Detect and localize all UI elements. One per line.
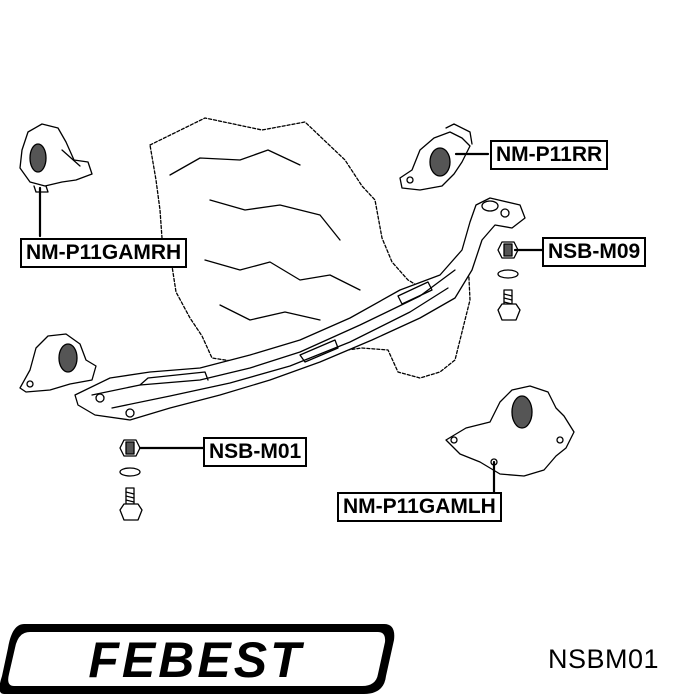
label-nm-p11gamrh: NM-P11GAMRH xyxy=(20,238,188,268)
label-nm-p11gamlh: NM-P11GAMLH xyxy=(337,492,502,522)
lower-left-mount-part xyxy=(19,333,97,393)
logo-text: FEBEST xyxy=(88,632,305,688)
nut-bolt-left-part xyxy=(119,439,143,521)
crossmember xyxy=(74,197,526,421)
label-nsb-m09: NSB-M09 xyxy=(542,237,647,267)
label-nsb-m01: NSB-M01 xyxy=(203,437,308,467)
febest-logo: FEBEST xyxy=(0,624,395,694)
rear-mount-part xyxy=(399,123,473,191)
engine-block xyxy=(149,117,471,379)
part-number: NSBM01 xyxy=(548,644,660,674)
label-nm-p11rr: NM-P11RR xyxy=(490,140,609,170)
rh-mount-part xyxy=(19,123,93,193)
nut-bolt-right-part xyxy=(497,241,521,321)
lh-mount-part xyxy=(445,385,575,477)
